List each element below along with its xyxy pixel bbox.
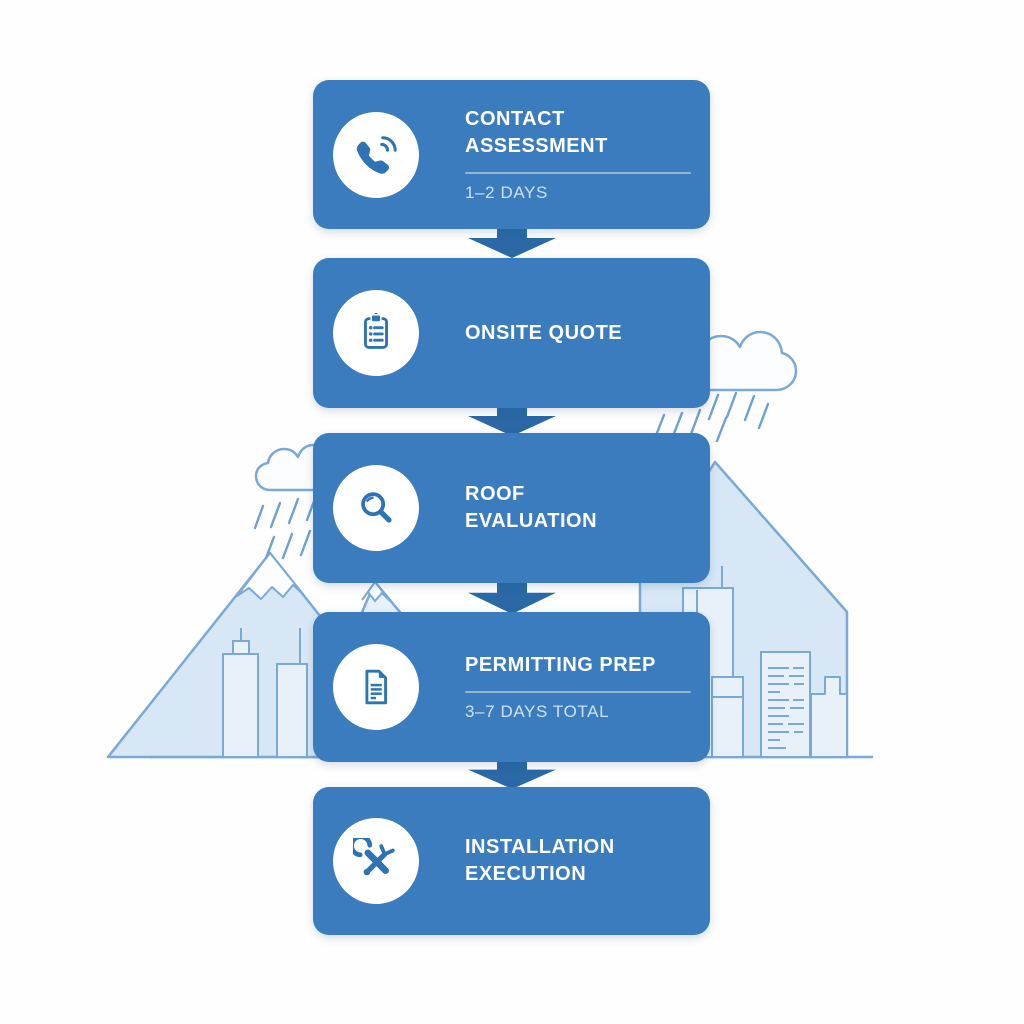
- divider: [465, 690, 691, 693]
- rain-lines-left: [253, 494, 318, 560]
- tools-icon: [333, 818, 419, 904]
- rain-lines-right: [653, 391, 770, 443]
- clipboard-icon: [333, 290, 419, 376]
- step-title: INSTALLATION EXECUTION: [465, 836, 615, 885]
- arrow-down-icon: [468, 758, 556, 789]
- step-subtitle: 3–7 DAYS TOTAL: [465, 701, 610, 721]
- magnifier-icon: [333, 465, 419, 551]
- step-card-installation-execution: INSTALLATION EXECUTION: [313, 787, 710, 935]
- step-card-contact-assessment: CONTACT ASSESSMENT 1–2 DAYS: [313, 80, 710, 229]
- step-title: ONSITE QUOTE: [465, 321, 623, 344]
- arrow-down-icon: [468, 404, 556, 436]
- step-title: ROOF EVALUATION: [465, 483, 598, 532]
- arrow-down-icon: [468, 226, 556, 258]
- building-windows: [768, 667, 804, 749]
- step-subtitle: 1–2 DAYS: [465, 182, 548, 202]
- buildings-left: [222, 628, 308, 758]
- step-title: CONTACT ASSESSMENT: [465, 108, 608, 157]
- step-card-permitting-prep: PERMITTING PREP 3–7 DAYS TOTAL: [313, 612, 710, 762]
- arrow-down-icon: [468, 580, 556, 614]
- divider: [465, 171, 691, 174]
- document-icon: [333, 644, 419, 730]
- step-card-roof-evaluation: ROOF EVALUATION: [313, 433, 710, 583]
- step-title: PERMITTING PREP: [465, 654, 656, 677]
- step-card-onsite-quote: ONSITE QUOTE: [313, 258, 710, 408]
- phone-icon: [333, 111, 419, 198]
